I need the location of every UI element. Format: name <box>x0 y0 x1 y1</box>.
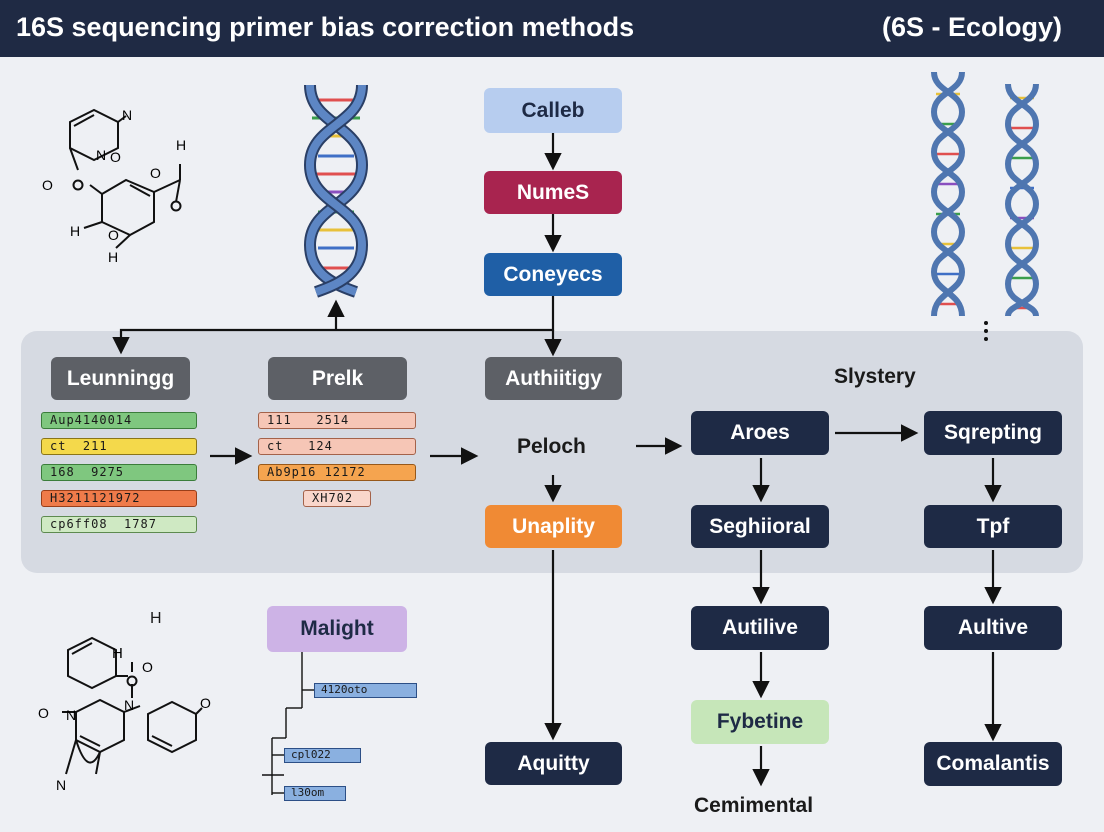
aultive-box[interactable]: Aultive <box>924 606 1062 650</box>
comalantis-box[interactable]: Comalantis <box>924 742 1062 786</box>
calleb-box[interactable]: Calleb <box>484 88 622 133</box>
header-tag: (6S - Ecology) <box>881 12 1062 42</box>
sequence-chip: 4120oto <box>314 683 417 698</box>
sequence-chip: Ab9p16 12172 <box>258 464 416 481</box>
svg-text:N: N <box>122 107 132 123</box>
svg-text:N: N <box>124 697 134 713</box>
tpf-box[interactable]: Tpf <box>924 505 1062 548</box>
malight-box[interactable]: Malight <box>267 606 407 652</box>
unaplity-box[interactable]: Unaplity <box>485 505 622 548</box>
svg-text:O: O <box>110 149 121 165</box>
svg-text:N: N <box>56 777 66 793</box>
molecule-structure-icon-2: H O O N N N O <box>38 636 211 793</box>
coneyecs-box[interactable]: Coneyecs <box>484 253 622 296</box>
svg-text:O: O <box>38 705 49 721</box>
svg-text:O: O <box>200 695 211 711</box>
prelk-box[interactable]: Prelk <box>268 357 407 400</box>
sequence-chip: cpl022 <box>284 748 361 763</box>
sqrepting-box[interactable]: Sqrepting <box>924 411 1062 455</box>
svg-text:O: O <box>108 227 119 243</box>
malight-tree <box>262 652 314 795</box>
svg-text:H: H <box>176 137 186 153</box>
sequence-chip: 111 2514 <box>258 412 416 429</box>
sequence-chip: ct 211 <box>41 438 197 455</box>
sequence-chip: XH702 <box>303 490 371 507</box>
svg-text:H: H <box>112 645 123 662</box>
sequence-chip: l30om <box>284 786 346 801</box>
fybetine-box[interactable]: Fybetine <box>691 700 829 744</box>
numes-box[interactable]: NumeS <box>484 171 622 214</box>
svg-text:O: O <box>42 177 53 193</box>
slystery-label: Slystery <box>834 365 916 388</box>
molecule-structure-icon: N N O O H H O O H <box>42 107 186 265</box>
header-bar: 16S sequencing primer bias correction me… <box>0 0 1104 57</box>
cemimental-label: Cemimental <box>694 794 814 817</box>
leunningg-box[interactable]: Leunningg <box>51 357 190 400</box>
more-dots <box>984 321 988 341</box>
sequence-chip: 168 9275 <box>41 464 197 481</box>
aroes-box[interactable]: Aroes <box>691 411 829 455</box>
dna-helix-icon <box>303 84 369 298</box>
dna-helix-icon-3 <box>1004 84 1040 317</box>
svg-text:O: O <box>150 165 161 181</box>
peloch-label: Peloch <box>517 435 586 458</box>
svg-text:N: N <box>66 707 76 723</box>
seghiioral-box[interactable]: Seghiioral <box>691 505 829 548</box>
authiitigy-box[interactable]: Authiitigy <box>485 357 622 400</box>
dna-helix-icon-2 <box>930 72 966 317</box>
autilive-box[interactable]: Autilive <box>691 606 829 650</box>
page-title: 16S sequencing primer bias correction me… <box>16 12 635 42</box>
sequence-chip: ct 124 <box>258 438 416 455</box>
svg-text:N: N <box>96 147 106 163</box>
svg-text:H: H <box>70 223 80 239</box>
aquitty-box[interactable]: Aquitty <box>485 742 622 785</box>
sequence-chip: H3211121972 <box>41 490 197 507</box>
h-label: H <box>150 610 162 627</box>
svg-text:H: H <box>108 249 118 265</box>
svg-text:O: O <box>142 659 153 675</box>
sequence-chip: cp6ff08 1787 <box>41 516 197 533</box>
sequence-chip: Aup4140014 <box>41 412 197 429</box>
